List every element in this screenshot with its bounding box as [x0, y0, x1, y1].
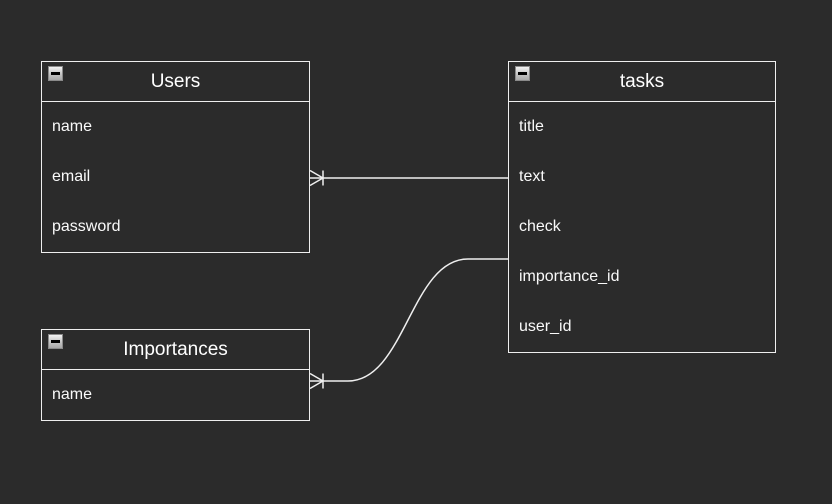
relationship-users-tasks[interactable] — [309, 169, 508, 187]
table-row[interactable]: email — [52, 168, 91, 185]
table-header[interactable]: Users — [42, 62, 309, 102]
table-header[interactable]: tasks — [509, 62, 775, 102]
crows-foot-icon — [309, 169, 324, 187]
table-row[interactable]: password — [52, 218, 121, 235]
minus-icon[interactable] — [515, 66, 530, 81]
table-row[interactable]: importance_id — [519, 268, 620, 285]
table-row[interactable]: text — [519, 168, 545, 185]
relationship-importances-tasks[interactable] — [309, 258, 508, 390]
entity-table-users[interactable]: Users name email password — [41, 61, 310, 253]
table-row[interactable]: title — [519, 118, 544, 135]
table-row[interactable]: check — [519, 218, 561, 235]
table-title: Users — [150, 71, 201, 92]
table-row[interactable]: user_id — [519, 318, 572, 335]
crows-foot-icon — [309, 372, 324, 390]
table-row[interactable]: name — [52, 386, 93, 403]
minus-icon[interactable] — [48, 66, 63, 81]
minus-icon[interactable] — [48, 334, 63, 349]
table-row[interactable]: name — [52, 118, 93, 135]
table-title: tasks — [619, 71, 665, 92]
entity-table-tasks[interactable]: tasks title text check importance_id use… — [508, 61, 776, 353]
entity-table-importances[interactable]: Importances name — [41, 329, 310, 421]
table-title: Importances — [123, 339, 228, 360]
table-header[interactable]: Importances — [42, 330, 309, 370]
relationship-importances-tasks-line[interactable] — [310, 258, 508, 382]
